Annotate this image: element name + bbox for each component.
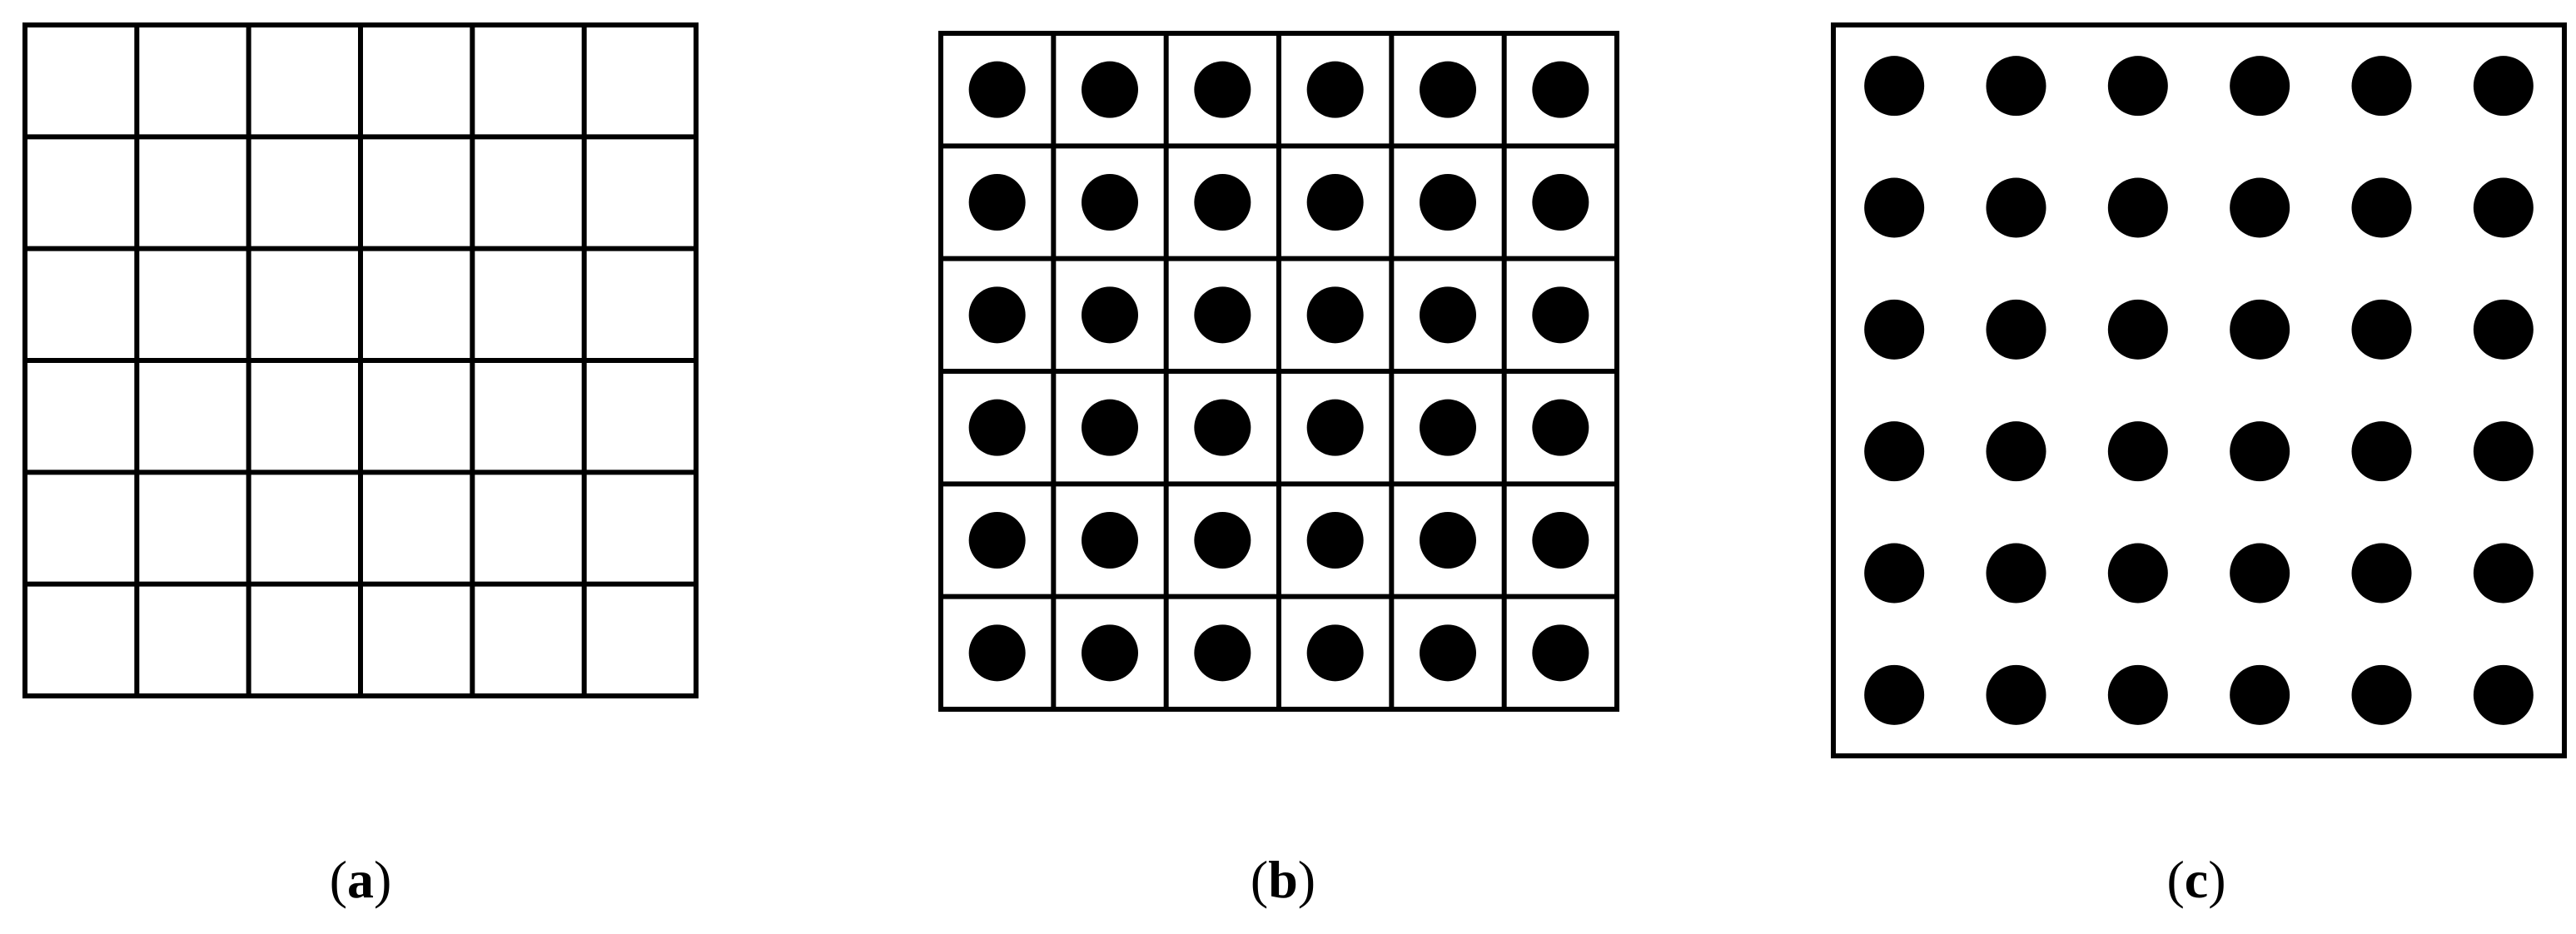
panel-b-dot <box>1194 399 1251 456</box>
panel-b-dot <box>1082 286 1138 344</box>
panel-b-dot <box>1532 512 1589 569</box>
panel-b-dot <box>1532 61 1589 118</box>
panel-c-dot <box>2107 56 2168 117</box>
panel-b-dot <box>1420 399 1476 456</box>
panel-b-dot <box>1194 512 1251 569</box>
panel-c-dot <box>2107 664 2168 725</box>
panel-b-dot <box>1420 61 1476 118</box>
panel-b-dot <box>968 512 1026 569</box>
panel-c-caption-letter: c <box>2185 850 2208 909</box>
panel-c-dot <box>1864 56 1925 117</box>
panel-c-dot <box>2351 56 2412 117</box>
panel-b-dot <box>1420 174 1476 231</box>
panel-b-dot <box>1532 174 1589 231</box>
panel-b <box>938 31 1619 712</box>
panel-b-dot <box>1532 624 1589 682</box>
panel-b-dot <box>1082 512 1138 569</box>
panel-b-dot <box>1082 399 1138 456</box>
panel-c-dot <box>2107 299 2168 360</box>
panel-c-dot <box>1986 299 2046 360</box>
panel-b-dot <box>1306 624 1364 682</box>
panel-c-dot <box>2473 56 2534 117</box>
panel-b-dot <box>1420 512 1476 569</box>
panel-b-dot <box>968 399 1026 456</box>
panel-c-dot <box>1986 543 2046 604</box>
panel-c-dot <box>1864 664 1925 725</box>
panel-c-dot <box>2351 177 2412 238</box>
panel-b-dot <box>1082 624 1138 682</box>
panel-b-dot <box>968 61 1026 118</box>
panel-c-dot <box>2473 177 2534 238</box>
panel-c <box>1831 22 2567 758</box>
panel-b-dot <box>1194 174 1251 231</box>
panel-c-caption-open: ( <box>2166 850 2184 909</box>
panel-b-dot <box>1194 61 1251 118</box>
panel-b-dot <box>1532 286 1589 344</box>
panel-c-dot <box>2351 543 2412 604</box>
panel-b-dot <box>1194 624 1251 682</box>
panel-a-caption-close: ) <box>374 850 391 909</box>
panel-c-dot <box>2473 421 2534 482</box>
panel-b-dot <box>1194 286 1251 344</box>
panel-a <box>22 22 699 698</box>
panel-c-dot <box>2230 299 2290 360</box>
panel-a-caption-letter: a <box>347 850 374 909</box>
panel-b-dot <box>1420 624 1476 682</box>
panel-b-dot <box>1082 61 1138 118</box>
panel-b-dot <box>968 286 1026 344</box>
panel-b-dot <box>1532 399 1589 456</box>
panel-b-caption-close: ) <box>1298 850 1315 909</box>
panel-c-dot <box>2107 177 2168 238</box>
panel-b-caption: (b) <box>1251 850 1315 909</box>
panel-c-dot <box>1986 664 2046 725</box>
panel-b-caption-letter: b <box>1268 850 1298 909</box>
panel-b-dot <box>1306 174 1364 231</box>
panel-b-dot <box>1306 399 1364 456</box>
panel-c-dot <box>2351 299 2412 360</box>
panel-c-dot <box>1864 543 1925 604</box>
panel-c-border <box>1831 22 2567 758</box>
panel-c-dot <box>2473 299 2534 360</box>
panel-c-dot <box>1864 299 1925 360</box>
panel-c-dot <box>2230 543 2290 604</box>
panel-c-caption: (c) <box>2166 850 2225 909</box>
panel-b-dot <box>1420 286 1476 344</box>
panel-b-dot <box>1306 512 1364 569</box>
panel-c-caption-close: ) <box>2208 850 2225 909</box>
panel-c-dot <box>2107 543 2168 604</box>
panel-c-dot <box>2351 664 2412 725</box>
panel-a-caption-open: ( <box>330 850 347 909</box>
panel-b-dot <box>1082 174 1138 231</box>
panel-b-caption-open: ( <box>1251 850 1268 909</box>
panel-c-dot <box>2473 664 2534 725</box>
panel-c-dot <box>1864 421 1925 482</box>
panel-c-dot <box>1986 421 2046 482</box>
panel-c-dot <box>1864 177 1925 238</box>
panel-b-dot <box>1306 286 1364 344</box>
panel-c-dot <box>2230 664 2290 725</box>
panel-b-dot <box>968 624 1026 682</box>
panel-c-dot <box>1986 56 2046 117</box>
panel-c-dot <box>2230 56 2290 117</box>
panel-c-dot <box>2351 421 2412 482</box>
panel-c-dot <box>2473 543 2534 604</box>
panel-c-dot <box>2107 421 2168 482</box>
panel-b-dot <box>1306 61 1364 118</box>
panel-a-caption: (a) <box>330 850 392 909</box>
panel-c-dot <box>2230 177 2290 238</box>
panel-b-dot <box>968 174 1026 231</box>
panel-c-dot <box>2230 421 2290 482</box>
panel-c-dot <box>1986 177 2046 238</box>
